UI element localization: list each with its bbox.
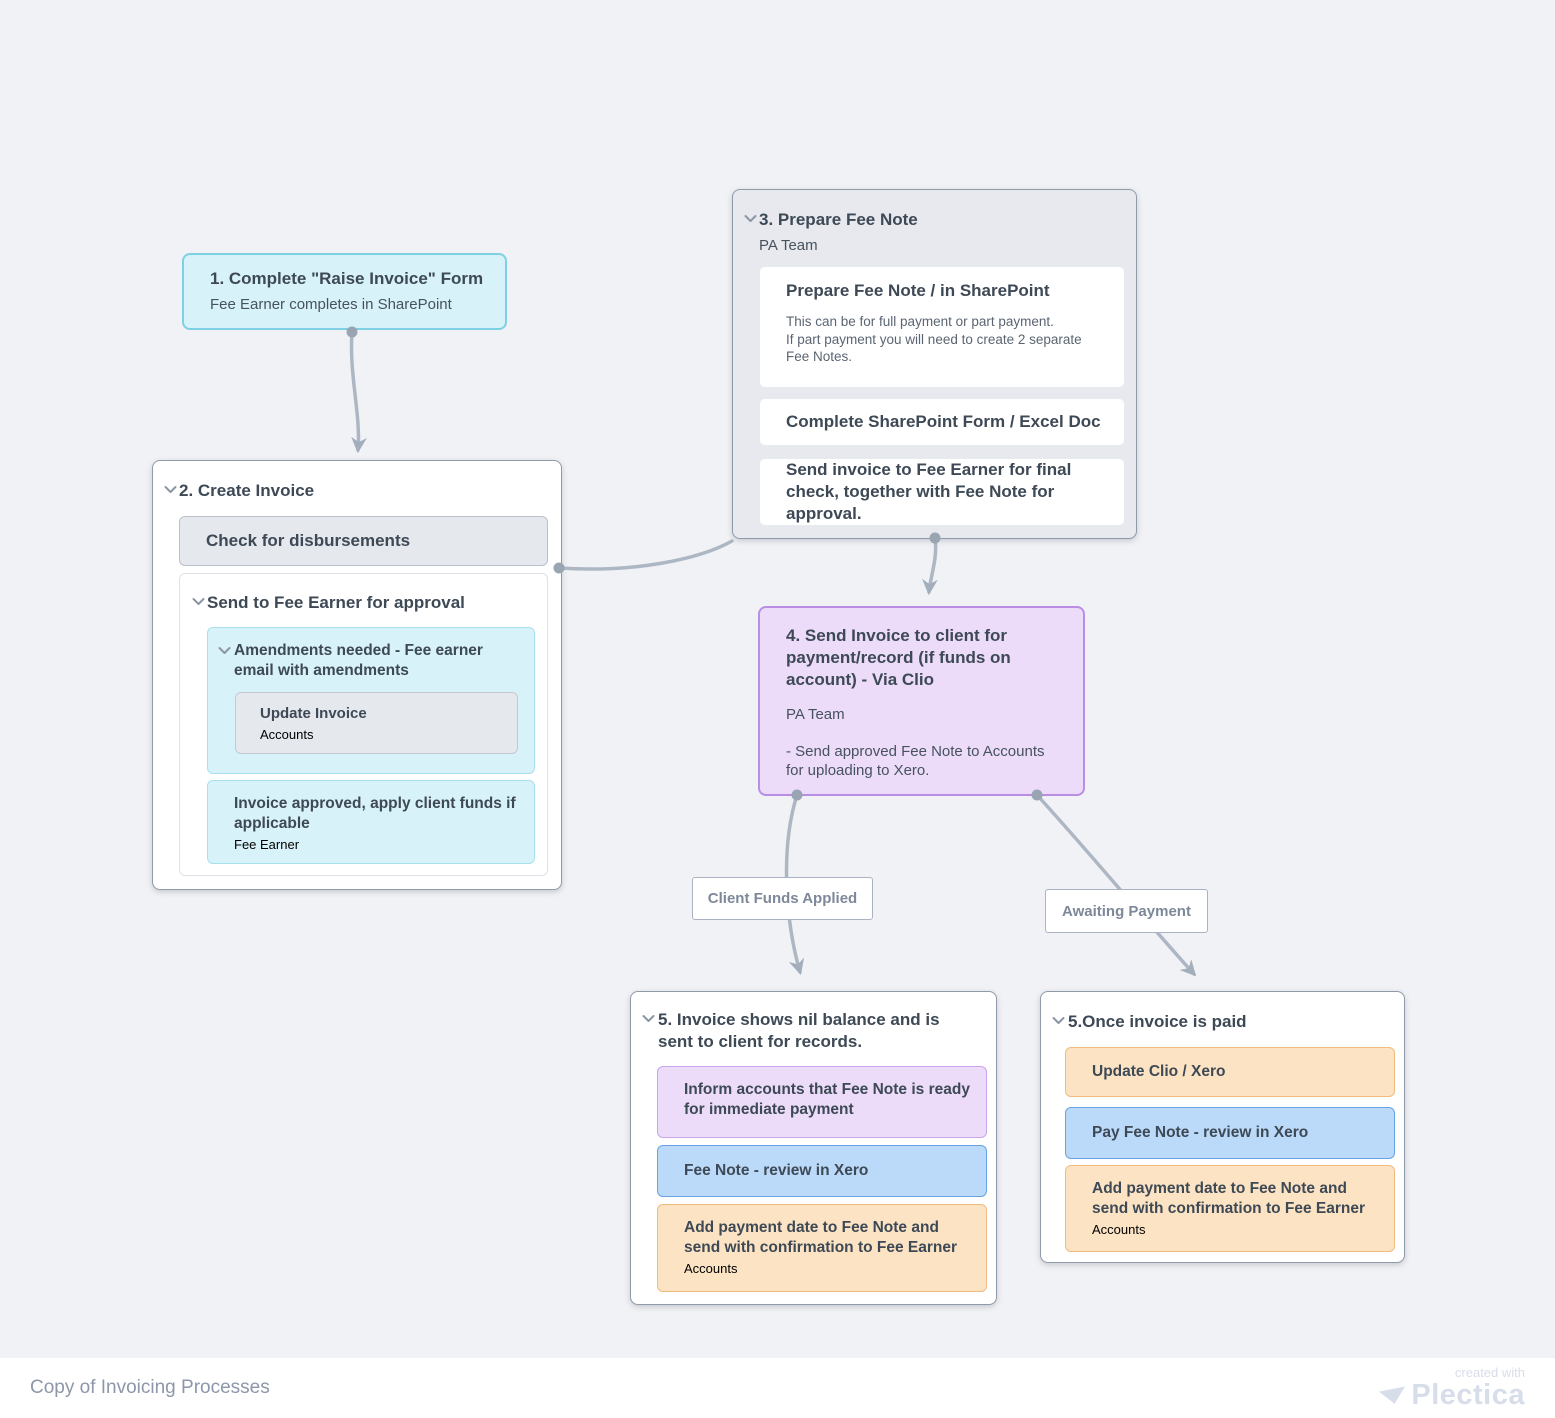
card-title: Add payment date to Fee Note and send wi… [684,1219,958,1257]
edge-step4-to-step5-paid [1035,793,1197,977]
document-title[interactable]: Copy of Invoicing Processes [30,1377,270,1398]
card-title: Send to Fee Earner for approval [207,593,465,612]
edge-step2-to-step3 [557,539,734,571]
step2-card-check-disbursements[interactable]: Check for disbursements [179,516,548,566]
step5-nil-card-inform-accounts[interactable]: Inform accounts that Fee Note is ready f… [657,1066,987,1138]
step2-card-send-approval[interactable]: Send to Fee Earner for approval Amendmen… [179,573,548,876]
card-body: This can be for full payment or part pay… [786,313,1082,365]
card-title: Prepare Fee Note / in SharePoint [786,281,1050,300]
node-step5-nil-title: 5. Invoice shows nil balance and is sent… [658,1010,940,1051]
card-title: Inform accounts that Fee Note is ready f… [684,1081,970,1119]
chevron-down-icon[interactable] [164,485,177,494]
edge-step1-to-step2 [349,331,367,454]
edge-label-client-funds-applied[interactable]: Client Funds Applied [692,877,873,920]
chevron-down-icon[interactable] [1052,1016,1065,1025]
chevron-down-icon[interactable] [642,1014,655,1023]
node-step1-subtitle: Fee Earner completes in SharePoint [210,295,452,313]
card-title: Update Invoice [260,705,367,722]
card-title: Update Clio / Xero [1092,1062,1226,1080]
card-title: Add payment date to Fee Note and send wi… [1092,1180,1366,1218]
card-title: Check for disbursements [206,531,411,551]
node-step2[interactable]: 2. Create Invoice Check for disbursement… [152,460,562,890]
node-step5-nil[interactable]: 5. Invoice shows nil balance and is sent… [630,991,997,1305]
card-title: Invoice approved, apply client funds if … [234,795,516,833]
card-subtitle: Accounts [260,726,314,742]
created-with-label: created with [1454,1365,1525,1380]
step2-card-invoice-approved[interactable]: Invoice approved, apply client funds if … [207,780,535,864]
card-subtitle: Accounts [1092,1222,1146,1238]
node-step4-body: - Send approved Fee Note to Accounts for… [786,742,1045,780]
step2-card-amendments[interactable]: Amendments needed - Fee earner email wit… [207,627,535,774]
card-title: Send invoice to Fee Earner for final che… [786,460,1072,523]
edge-label-awaiting-payment[interactable]: Awaiting Payment [1045,889,1208,933]
card-title: Amendments needed - Fee earner email wit… [234,642,483,680]
card-subtitle: Fee Earner [234,837,300,853]
step3-card-prepare-fee-note[interactable]: Prepare Fee Note / in SharePoint This ca… [759,266,1125,388]
edge-step3-to-step4 [922,536,938,596]
node-step3-title: 3. Prepare Fee Note [759,210,918,229]
node-step1[interactable]: 1. Complete "Raise Invoice" Form Fee Ear… [182,253,507,330]
node-step2-title: 2. Create Invoice [179,481,315,500]
step3-card-sharepoint-form[interactable]: Complete SharePoint Form / Excel Doc [759,398,1125,446]
step3-card-send-invoice[interactable]: Send invoice to Fee Earner for final che… [759,458,1125,526]
step5-paid-card-add-payment-date[interactable]: Add payment date to Fee Note and send wi… [1065,1165,1395,1252]
step5-paid-card-update-clio[interactable]: Update Clio / Xero [1065,1047,1395,1097]
step5-paid-card-pay-fee-note[interactable]: Pay Fee Note - review in Xero [1065,1107,1395,1159]
node-step4-subtitle: PA Team [786,706,845,724]
node-step3[interactable]: 3. Prepare Fee Note PA Team Prepare Fee … [732,189,1137,539]
brand-name: Plectica [1411,1379,1525,1411]
step2-card-update-invoice[interactable]: Update Invoice Accounts [235,692,518,754]
node-step4[interactable]: 4. Send Invoice to client for payment/re… [758,606,1085,796]
node-step5-paid-title: 5.Once invoice is paid [1068,1012,1247,1031]
step5-nil-card-fee-note-review[interactable]: Fee Note - review in Xero [657,1145,987,1197]
node-step5-paid[interactable]: 5.Once invoice is paid Update Clio / Xer… [1040,991,1405,1263]
node-step3-subtitle: PA Team [759,236,818,254]
card-title: Fee Note - review in Xero [684,1161,869,1179]
plectica-logo-icon [1379,1385,1406,1404]
node-step1-title: 1. Complete "Raise Invoice" Form [210,269,484,288]
card-title: Pay Fee Note - review in Xero [1092,1123,1309,1141]
footer-bar: Copy of Invoicing Processes created with… [0,1358,1555,1418]
plectica-credit[interactable]: created with Plectica [1379,1366,1525,1410]
card-title: Complete SharePoint Form / Excel Doc [786,412,1101,432]
chevron-down-icon[interactable] [218,646,231,655]
chevron-down-icon[interactable] [744,214,757,223]
step5-nil-card-add-payment-date[interactable]: Add payment date to Fee Note and send wi… [657,1204,987,1292]
card-subtitle: Accounts [684,1261,738,1277]
chevron-down-icon[interactable] [192,597,205,606]
node-step4-title: 4. Send Invoice to client for payment/re… [786,626,1011,689]
